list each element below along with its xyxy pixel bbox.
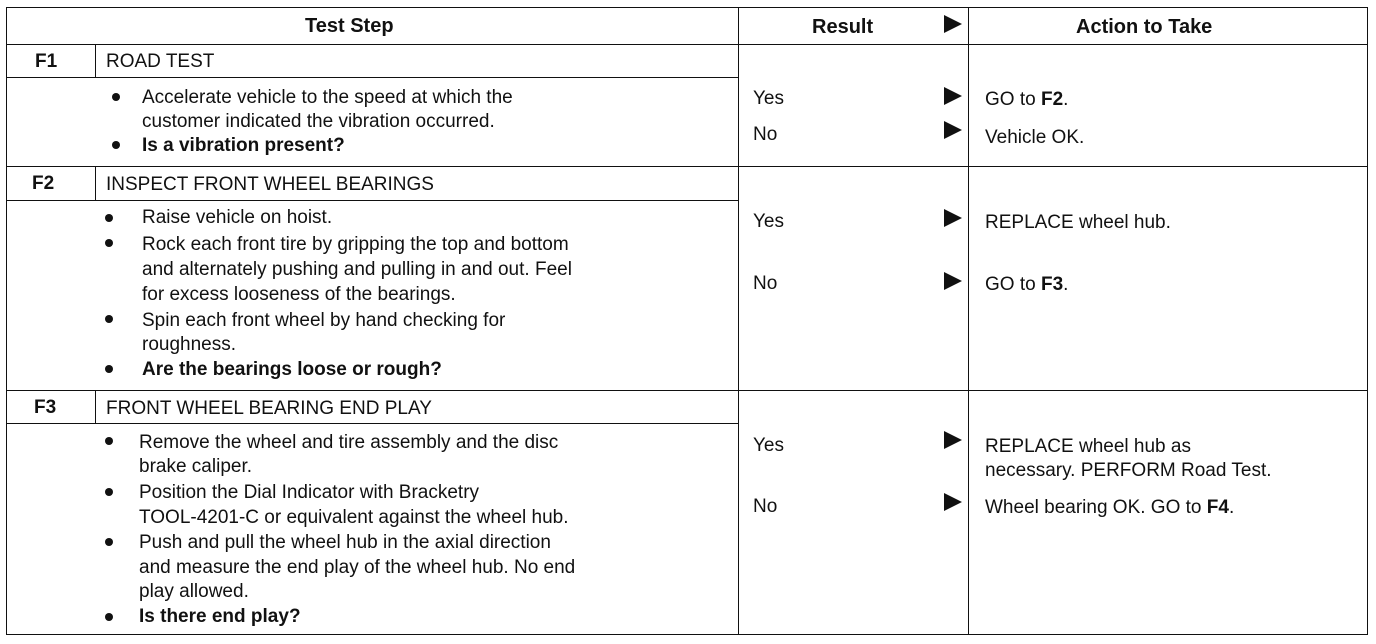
action-text: Vehicle OK. <box>985 127 1085 148</box>
result-column-rule <box>738 7 739 634</box>
action-text: REPLACE wheel hub as <box>985 436 1191 457</box>
bullet-icon <box>105 365 113 373</box>
arrow-icon <box>944 272 962 290</box>
step-title-f2: INSPECT FRONT WHEEL BEARINGS <box>106 174 434 195</box>
action-text: REPLACE wheel hub. <box>985 212 1171 233</box>
table-bottom-rule <box>6 634 1368 635</box>
step-line: play allowed. <box>139 581 249 602</box>
step-line: brake caliper. <box>139 456 253 477</box>
step-line: Remove the wheel and tire assembly and t… <box>139 432 559 453</box>
bullet-icon <box>112 141 120 149</box>
id-column-rule-f1 <box>95 44 96 77</box>
step-id-f3: F3 <box>34 397 57 418</box>
bullet-icon <box>105 315 113 323</box>
step-id-f1: F1 <box>35 51 58 72</box>
header-test-step: Test Step <box>305 15 394 37</box>
arrow-icon <box>944 431 962 449</box>
f1-title-rule <box>6 77 738 78</box>
bullet-icon <box>105 538 113 546</box>
bullet-icon <box>105 239 113 247</box>
id-column-rule-f2 <box>95 166 96 200</box>
step-line: and alternately pushing and pulling in a… <box>142 259 572 280</box>
step-line: for excess looseness of the bearings. <box>142 284 456 305</box>
action-text: necessary. PERFORM Road Test. <box>985 460 1272 481</box>
arrow-icon <box>944 121 962 139</box>
bullet-icon <box>105 437 113 445</box>
arrow-icon <box>944 493 962 511</box>
bullet-icon <box>105 613 113 621</box>
table-left-rule <box>6 7 7 634</box>
step-title-f3: FRONT WHEEL BEARING END PLAY <box>106 398 432 419</box>
f3-title-rule <box>6 423 738 424</box>
step-title-f1: ROAD TEST <box>106 51 215 72</box>
result-yes: Yes <box>753 435 784 456</box>
arrow-icon <box>944 87 962 105</box>
action-text: GO to F3. <box>985 274 1069 295</box>
table-top-rule <box>6 7 1368 8</box>
step-id-f2: F2 <box>32 173 55 194</box>
table-right-rule <box>1367 7 1368 634</box>
step-line: and measure the end play of the wheel hu… <box>139 557 576 578</box>
action-text: GO to F2. <box>985 89 1069 110</box>
step-question: Is there end play? <box>139 606 301 627</box>
step-line: customer indicated the vibration occurre… <box>142 111 495 132</box>
f3-divider-rule <box>6 390 1368 391</box>
action-column-rule <box>968 7 969 634</box>
step-line: Position the Dial Indicator with Bracket… <box>139 482 480 503</box>
step-question: Are the bearings loose or rough? <box>142 359 442 380</box>
header-action: Action to Take <box>1076 16 1213 38</box>
result-no: No <box>753 124 778 145</box>
header-bottom-rule <box>6 44 1368 45</box>
bullet-icon <box>112 93 120 101</box>
step-line: TOOL-4201-C or equivalent against the wh… <box>139 507 569 528</box>
step-line: Raise vehicle on hoist. <box>142 207 333 228</box>
step-line: Rock each front tire by gripping the top… <box>142 234 569 255</box>
step-line: Push and pull the wheel hub in the axial… <box>139 532 551 553</box>
result-yes: Yes <box>753 211 784 232</box>
arrow-icon <box>944 15 962 33</box>
step-question: Is a vibration present? <box>142 135 345 156</box>
id-column-rule-f3 <box>95 390 96 423</box>
f2-divider-rule <box>6 166 1368 167</box>
action-text: Wheel bearing OK. GO to F4. <box>985 497 1235 518</box>
bullet-icon <box>105 488 113 496</box>
bullet-icon <box>105 214 113 222</box>
header-result: Result <box>812 16 874 38</box>
step-line: roughness. <box>142 334 237 355</box>
arrow-icon <box>944 209 962 227</box>
result-yes: Yes <box>753 88 784 109</box>
step-line: Accelerate vehicle to the speed at which… <box>142 87 513 108</box>
step-line: Spin each front wheel by hand checking f… <box>142 310 506 331</box>
result-no: No <box>753 496 778 517</box>
result-no: No <box>753 273 778 294</box>
f2-title-rule <box>6 200 738 201</box>
